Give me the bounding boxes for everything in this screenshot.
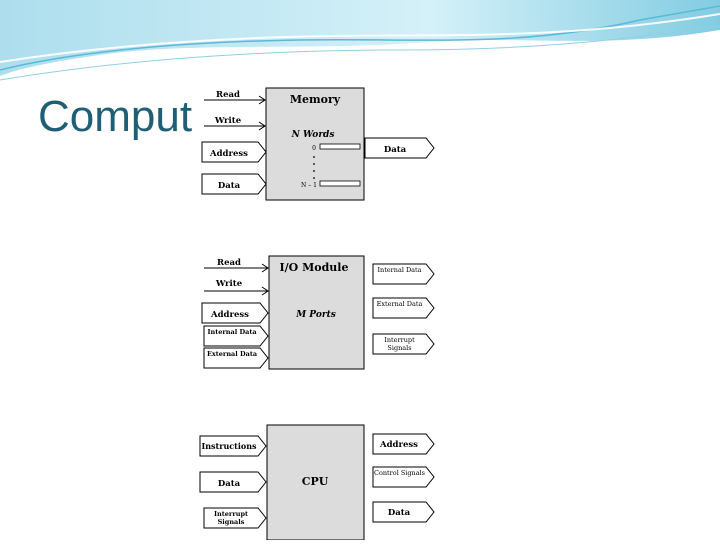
memory-input-write: Write [204, 116, 266, 131]
memory-input-address: Address [201, 141, 267, 163]
svg-text:Data: Data [384, 145, 407, 155]
svg-text:Write: Write [215, 279, 243, 289]
memory-block: Memory N Words 0 N – 1 [265, 87, 365, 201]
slide-title: Comput [38, 92, 193, 141]
io-input-address: Address [201, 302, 269, 324]
memory-first-index: 0 [312, 145, 316, 152]
cpu-output-control-signals: Control Signals [372, 466, 435, 488]
io-output-interrupt-signals: Interrupt Signals [372, 333, 435, 355]
svg-text:Read: Read [216, 90, 240, 100]
io-output-external-data: External Data [372, 297, 435, 319]
svg-text:Data: Data [388, 508, 411, 518]
cpu-block: CPU [266, 424, 365, 541]
svg-text:Instructions: Instructions [201, 441, 257, 451]
io-input-internal-data: Internal Data [203, 325, 269, 347]
svg-text:Data: Data [218, 181, 241, 191]
svg-text:Write: Write [214, 116, 242, 126]
svg-text:Address: Address [210, 310, 249, 320]
cpu-output-data: Data [372, 501, 435, 523]
cpu-title: CPU [302, 475, 329, 488]
io-input-write: Write [204, 279, 269, 296]
io-input-external-data: External Data [203, 347, 269, 369]
memory-output-data: Data [364, 137, 435, 159]
memory-last-index: N – 1 [301, 182, 317, 189]
svg-text:Address: Address [379, 440, 418, 450]
io-module-subtitle: M Ports [295, 310, 336, 320]
io-output-internal-data: Internal Data [372, 263, 435, 285]
cpu-input-instructions: Instructions [199, 435, 267, 457]
memory-input-read: Read [204, 90, 266, 105]
cpu-input-data: Data [199, 471, 267, 493]
io-module-title: I/O Module [280, 261, 349, 274]
memory-word-cell-top [319, 143, 361, 150]
io-module-block: I/O Module M Ports [268, 255, 365, 370]
svg-text:Read: Read [217, 258, 241, 268]
memory-subtitle: N Words [291, 130, 335, 140]
memory-title: Memory [290, 93, 341, 106]
header-wave-decoration [0, 0, 720, 81]
memory-input-data: Data [201, 173, 267, 195]
cpu-output-address: Address [372, 433, 435, 455]
io-input-read: Read [204, 258, 269, 273]
svg-text:Data: Data [218, 479, 241, 489]
diagram-panel: Memory N Words 0 N – 1 Read Write [192, 86, 442, 541]
cpu-input-interrupt-signals: Interrupt Signals [203, 507, 267, 529]
svg-text:Address: Address [209, 149, 248, 159]
memory-word-cell-bottom [319, 180, 361, 187]
